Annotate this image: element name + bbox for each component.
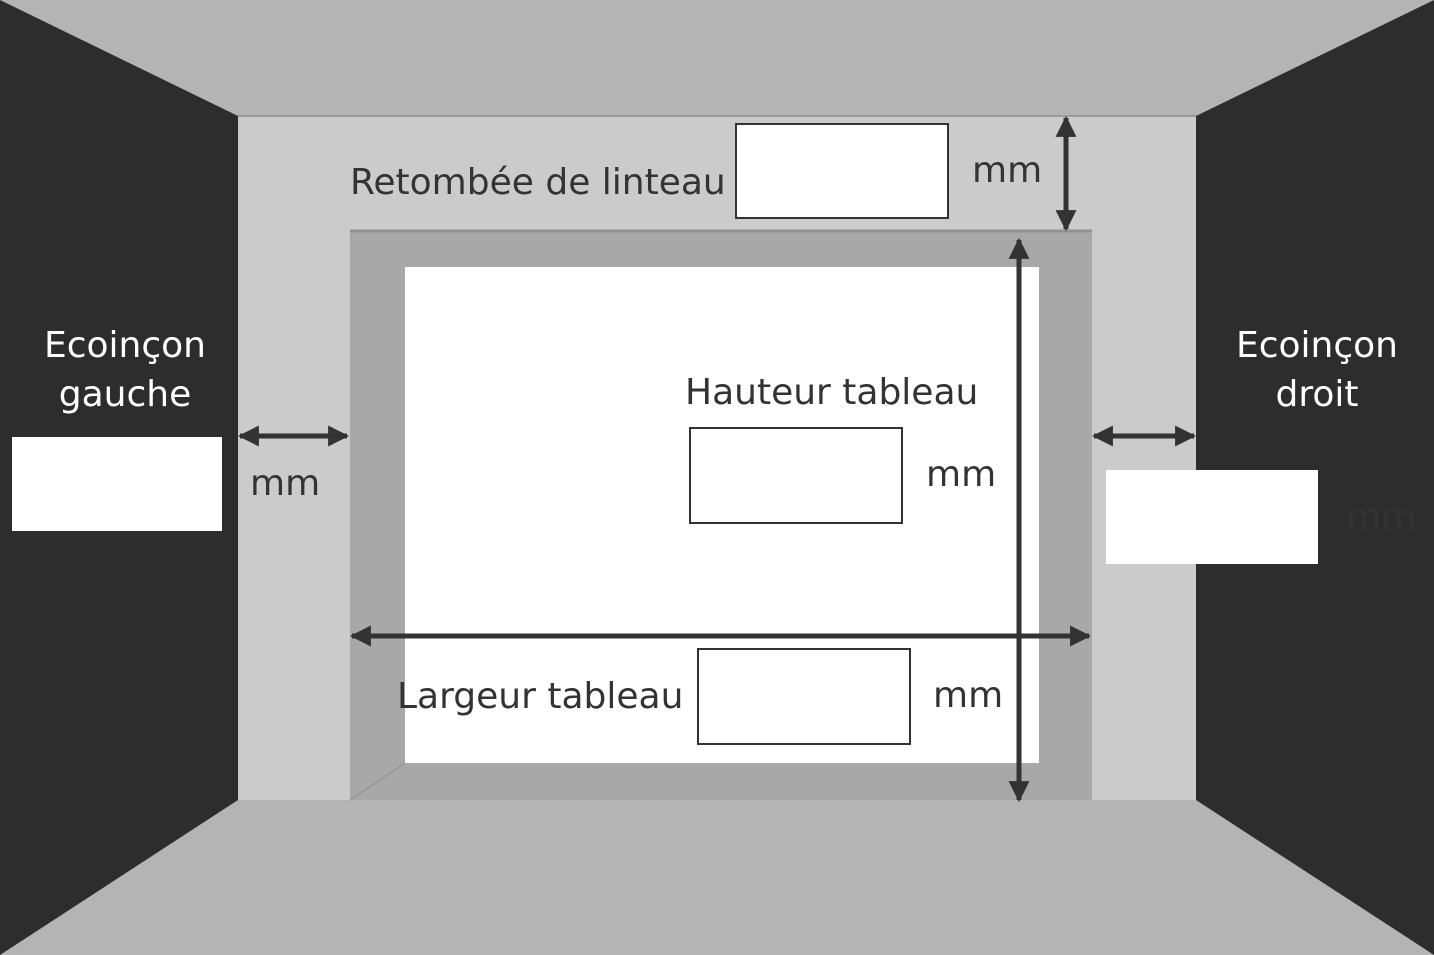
- height-input[interactable]: [689, 427, 903, 524]
- lintel-unit: mm: [972, 150, 1043, 191]
- height-unit: mm: [926, 454, 997, 495]
- lintel-input[interactable]: [735, 123, 949, 219]
- right-wall-unit: mm: [1346, 497, 1417, 538]
- width-label: Largeur tableau: [397, 676, 684, 717]
- lintel-label: Retombée de linteau: [350, 162, 726, 203]
- right-wall-input[interactable]: [1106, 470, 1318, 564]
- reveal-corner-line: [349, 762, 406, 801]
- right-wall-label-line2: droit: [1275, 374, 1359, 415]
- left-wall-label-line2: gauche: [58, 374, 192, 415]
- width-unit: mm: [933, 675, 1004, 716]
- height-label: Hauteur tableau: [685, 372, 979, 413]
- width-input[interactable]: [697, 648, 911, 745]
- left-wall-unit: mm: [250, 463, 321, 504]
- left-wall-input[interactable]: [12, 437, 222, 531]
- right-wall-label-line1: Ecoinçon: [1235, 325, 1399, 366]
- left-wall-label-line1: Ecoinçon: [43, 325, 207, 366]
